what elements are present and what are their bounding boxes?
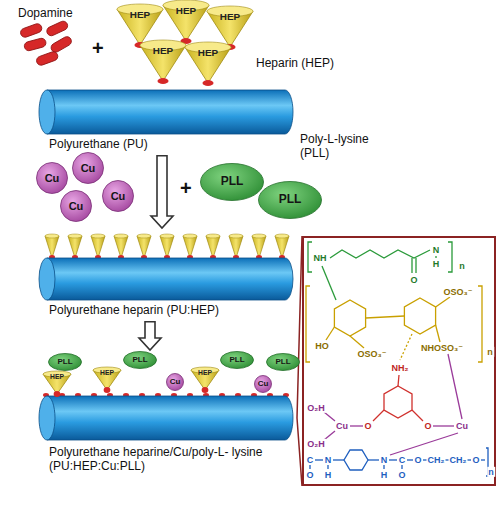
- atom-label: O: [423, 421, 432, 431]
- node-outline: [35, 228, 297, 302]
- stage-caption: Polyurethane heparin (PU:HEP): [49, 304, 219, 318]
- copper-particle: Cu: [60, 190, 92, 222]
- atom-label: O₂H: [306, 439, 326, 449]
- atom-label: N: [432, 245, 441, 255]
- polyurethane-tube: Polyurethane (PU): [35, 88, 297, 156]
- polylysine-blob: PLL: [220, 351, 254, 369]
- atom-label: H: [380, 470, 389, 480]
- atom-label: N: [324, 455, 333, 465]
- component-label: HEP: [185, 47, 231, 58]
- component-label: Cu: [111, 190, 126, 203]
- atom-label: HO: [314, 341, 330, 351]
- atom-label: NH₂: [391, 363, 410, 373]
- polylysine-blob: PLL: [258, 181, 322, 219]
- chemical-structure: [306, 242, 488, 476]
- atom-label: CH₂: [449, 455, 468, 465]
- component-label: PLL: [57, 357, 72, 366]
- dopamine-capsules: [19, 20, 73, 67]
- atom-label: CH₂: [427, 455, 446, 465]
- stage-caption: Polyurethane heparine/Cu/poly-L- lysine …: [49, 446, 264, 474]
- heparin-cone: HEP: [163, 0, 209, 44]
- atom-label: O₂H: [306, 403, 326, 413]
- component-label: Cu: [45, 172, 60, 185]
- component-label: PLL: [279, 193, 302, 207]
- atom-label: O: [305, 470, 314, 480]
- polylysine-blob: PLL: [123, 351, 157, 369]
- atom-label: C: [306, 455, 315, 465]
- atom-label: NH: [313, 253, 328, 263]
- reagent-label: Dopamine: [18, 6, 73, 20]
- atom-label: H: [432, 259, 441, 269]
- component-label: Cu: [81, 162, 96, 175]
- copper-particle: Cu: [102, 180, 134, 212]
- heparin-cone: HEP: [140, 40, 186, 84]
- component-label: HEP: [140, 45, 186, 56]
- polyurethane-tube: Polyurethane heparin (PU:HEP): [35, 228, 297, 322]
- component-label: HEP: [207, 11, 253, 22]
- copper-particle: Cu: [254, 375, 272, 393]
- component-label: HEP: [163, 5, 209, 16]
- heparin-cone: HEP: [191, 367, 219, 393]
- component-label: Cu: [69, 200, 84, 213]
- component-label: HEP: [191, 369, 219, 377]
- atom-label: O: [471, 455, 480, 465]
- stage-caption: Polyurethane (PU): [49, 138, 148, 152]
- atom-label: OSO₃⁻: [357, 349, 388, 359]
- component-label: PLL: [132, 355, 147, 364]
- atom-label: O: [363, 421, 372, 431]
- component-label: PLL: [275, 357, 290, 366]
- component-label: HEP: [43, 373, 71, 381]
- atom-label: Cu: [455, 421, 469, 431]
- reagent-label: Heparin (HEP): [256, 56, 334, 70]
- atom-label: C: [398, 455, 407, 465]
- atom-label: H: [324, 470, 333, 480]
- component-label: PLL: [221, 175, 244, 189]
- heparin-cone: HEP: [93, 367, 121, 393]
- component-label: Cu: [258, 379, 269, 388]
- component-label: Cu: [170, 377, 181, 386]
- node-outline: [35, 88, 297, 136]
- polylysine-blob: PLL: [266, 353, 300, 371]
- heparin-cone: HEP: [185, 42, 231, 86]
- copper-particle: Cu: [36, 162, 68, 194]
- process-arrow: [151, 156, 173, 228]
- plus-sign: +: [180, 176, 192, 200]
- process-arrow: [139, 322, 161, 350]
- atom-label: N: [380, 455, 389, 465]
- component-label: HEP: [117, 9, 163, 20]
- atom-label: n: [486, 347, 494, 357]
- atom-label: O: [397, 470, 406, 480]
- component-label: HEP: [93, 369, 121, 377]
- plus-sign: +: [92, 36, 104, 60]
- atom-label: Cu: [335, 421, 349, 431]
- atom-label: n: [458, 261, 466, 271]
- node-outline: [304, 238, 305, 239]
- atom-label: NHOSO₃⁻: [420, 343, 464, 353]
- atom-label: OSO₃⁻: [443, 287, 474, 297]
- reagent-label: Poly-L-lysine (PLL): [300, 132, 390, 161]
- atom-label: O: [409, 275, 418, 285]
- polylysine-blob: PLL: [200, 163, 264, 201]
- polylysine-blob: PLL: [48, 353, 82, 371]
- atom-label: O: [413, 455, 422, 465]
- heparin-cone: HEP: [43, 371, 71, 397]
- copper-particle: Cu: [166, 373, 184, 391]
- atom-label: n: [487, 467, 495, 477]
- polyurethane-tube: PLLHEPHEPPLLCuHEPPLLCuPLLPolyurethane he…: [35, 350, 297, 459]
- structure-callout-box: NHONHnOSO₃⁻HOOSO₃⁻NHOSO₃⁻nNH₂OOO₂HO₂HCuC…: [302, 236, 496, 486]
- copper-particle: Cu: [72, 152, 104, 184]
- component-label: PLL: [229, 355, 244, 364]
